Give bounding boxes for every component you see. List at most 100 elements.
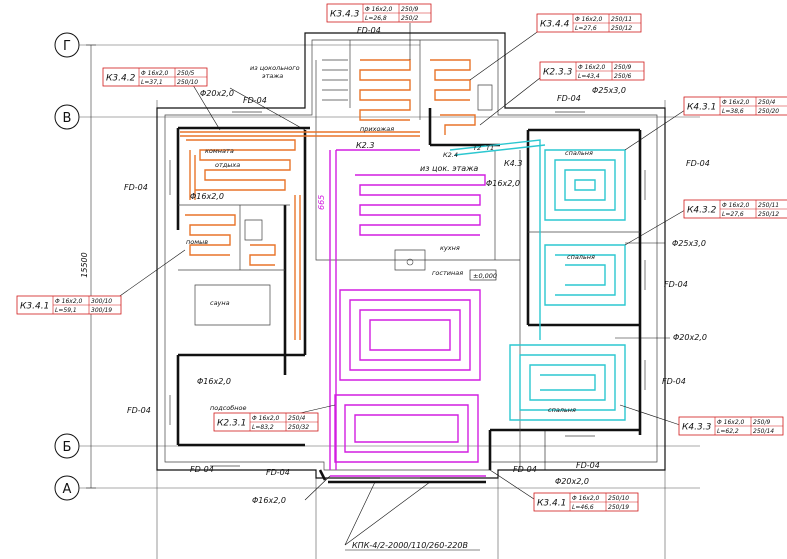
manifold-label-k43: К4.3 xyxy=(504,159,522,168)
loop-tag: К2.3.3 Φ 16х2,0 250/9L=43,4 250/6 xyxy=(539,61,645,81)
loop-tag-diameter: Φ 16х2,0 xyxy=(575,16,603,23)
loop-tag-length: L=26,8 xyxy=(365,15,387,22)
fd-label: FD-04 xyxy=(662,377,686,386)
loop-tag-setting: 250/20 xyxy=(758,108,779,115)
loop-tag-length: L=59,1 xyxy=(55,307,77,314)
loop-tag: К3.4.1 Φ 16х2,0 300/10L=59,1 300/19 xyxy=(16,295,122,315)
loop-tag-step: 250/5 xyxy=(177,70,194,77)
heating-loops-cyan xyxy=(449,139,626,421)
loop-tag-name: К3.4.1 xyxy=(537,499,566,509)
room-label-living: гостиная xyxy=(432,269,463,277)
riser-note-line1: из цокольного xyxy=(250,64,300,72)
room-label-sauna: сауна xyxy=(210,299,230,307)
fd-label: FD-04 xyxy=(513,465,537,474)
room-label-utility: подсобное xyxy=(210,404,247,412)
loop-tag-name: К4.3.1 xyxy=(687,103,716,113)
riser-note-short: из цок. этажа xyxy=(420,164,478,173)
riser-length-label: 665 xyxy=(317,195,326,210)
loop-tag-name: К4.3.3 xyxy=(682,423,712,433)
room-label-wash: помыв xyxy=(186,238,208,246)
loop-tag-step: 250/11 xyxy=(611,16,632,23)
convector-label: КПК-4/2-2000/110/260-220В xyxy=(352,541,468,550)
pipe-size-label: Φ16х2,0 xyxy=(190,192,224,201)
loop-tag-name: К3.4.2 xyxy=(106,74,136,84)
loop-tag-diameter: Φ 16х2,0 xyxy=(578,64,606,71)
loop-tag-diameter: Φ 16х2,0 xyxy=(722,202,750,209)
room-label-hallway: прихожая xyxy=(360,125,394,133)
pipe-size-label: Φ16х2,0 xyxy=(197,377,231,386)
dimension-text: 15500 xyxy=(80,252,89,277)
loop-tag-length: L=62,2 xyxy=(717,428,739,435)
fd-label: FD-04 xyxy=(557,94,581,103)
loop-tag-step: 250/9 xyxy=(753,419,770,426)
loop-tag-diameter: Φ 16х2,0 xyxy=(141,70,169,77)
port-label: Т1 xyxy=(486,144,494,152)
pipe-size-label: Φ20х2,0 xyxy=(200,89,234,98)
loop-tag-step: 250/9 xyxy=(401,6,418,13)
fd-label: FD-04 xyxy=(127,406,151,415)
room-label-rest: отдыха xyxy=(215,161,240,169)
fd-label: FD-04 xyxy=(664,280,688,289)
loop-tag-length: L=37,1 xyxy=(141,79,163,86)
loop-tag-step: 250/4 xyxy=(288,415,305,422)
loop-tag-setting: 300/19 xyxy=(91,307,112,314)
annotations: FD-04 FD-04 FD-04 FD-04 FD-04 FD-04 FD-0… xyxy=(124,26,710,551)
loop-tag-setting: 250/10 xyxy=(177,79,198,86)
pipe-size-label: Φ16х2,0 xyxy=(252,496,286,505)
axis-label-b: Б xyxy=(63,440,72,455)
loop-tag-name: К2.3.3 xyxy=(543,68,573,78)
pipe-size-label: Φ20х2,0 xyxy=(555,477,589,486)
loop-tag-diameter: Φ 16х2,0 xyxy=(717,419,745,426)
overall-dimension: 15500 xyxy=(80,44,96,489)
fd-label: FD-04 xyxy=(686,159,710,168)
pipe-size-label: Φ25х3,0 xyxy=(592,86,626,95)
loop-tag-name: К3.4.3 xyxy=(330,10,360,20)
loop-tag-length: L=38,6 xyxy=(722,108,744,115)
room-label-basement: комната xyxy=(205,147,234,155)
heating-loops-orange xyxy=(180,59,476,340)
loop-tag-step: 250/10 xyxy=(608,495,629,502)
loop-tag-setting: 250/6 xyxy=(614,73,631,80)
axis-label-v: В xyxy=(63,111,72,126)
grid-axes: Г В Б А xyxy=(54,32,700,501)
level-mark: ±0,000 xyxy=(473,272,497,280)
loop-tag-diameter: Φ 16х2,0 xyxy=(722,99,750,106)
loop-tag-name: К4.3.2 xyxy=(687,206,717,216)
pipe-size-label: Φ16х2,0 xyxy=(486,179,520,188)
manifold-label-k24: К2.4 xyxy=(443,151,458,159)
fd-label: FD-04 xyxy=(190,465,214,474)
axis-label-a: А xyxy=(63,482,72,497)
room-label-bedroom-1: спальня xyxy=(565,149,593,157)
loop-tag-length: L=83,2 xyxy=(252,424,274,431)
loop-tag-name: К3.4.1 xyxy=(20,302,49,312)
fd-label: FD-04 xyxy=(576,461,600,470)
loop-tag-setting: 250/2 xyxy=(401,15,418,22)
fd-label: FD-04 xyxy=(124,183,148,192)
loop-tag: К3.4.2 Φ 16х2,0 250/5L=37,1 250/10 xyxy=(102,67,208,87)
loop-tag-diameter: Φ 16х2,0 xyxy=(55,298,83,305)
loop-tag-diameter: Φ 16х2,0 xyxy=(252,415,280,422)
loop-tag-length: L=43,4 xyxy=(578,73,600,80)
loop-tag-length: L=27,6 xyxy=(722,211,744,218)
room-label-bedroom-3: спальня xyxy=(548,406,576,414)
pipe-size-label: Φ20х2,0 xyxy=(673,333,707,342)
riser-note-line2: этажа xyxy=(262,72,283,80)
loop-tag-setting: 250/12 xyxy=(611,25,632,32)
heating-loops-magenta xyxy=(329,149,486,477)
fd-label: FD-04 xyxy=(266,468,290,477)
loop-tag-step: 300/10 xyxy=(91,298,112,305)
loop-tag-name: К2.3.1 xyxy=(217,419,246,429)
leaders xyxy=(99,23,686,546)
loop-tag-setting: 250/19 xyxy=(608,504,629,511)
loop-tag-step: 250/9 xyxy=(614,64,631,71)
axis-label-g: Г xyxy=(63,39,71,54)
pipe-size-label: Φ25х3,0 xyxy=(672,239,706,248)
loop-tag-name: К3.4.4 xyxy=(540,20,570,30)
